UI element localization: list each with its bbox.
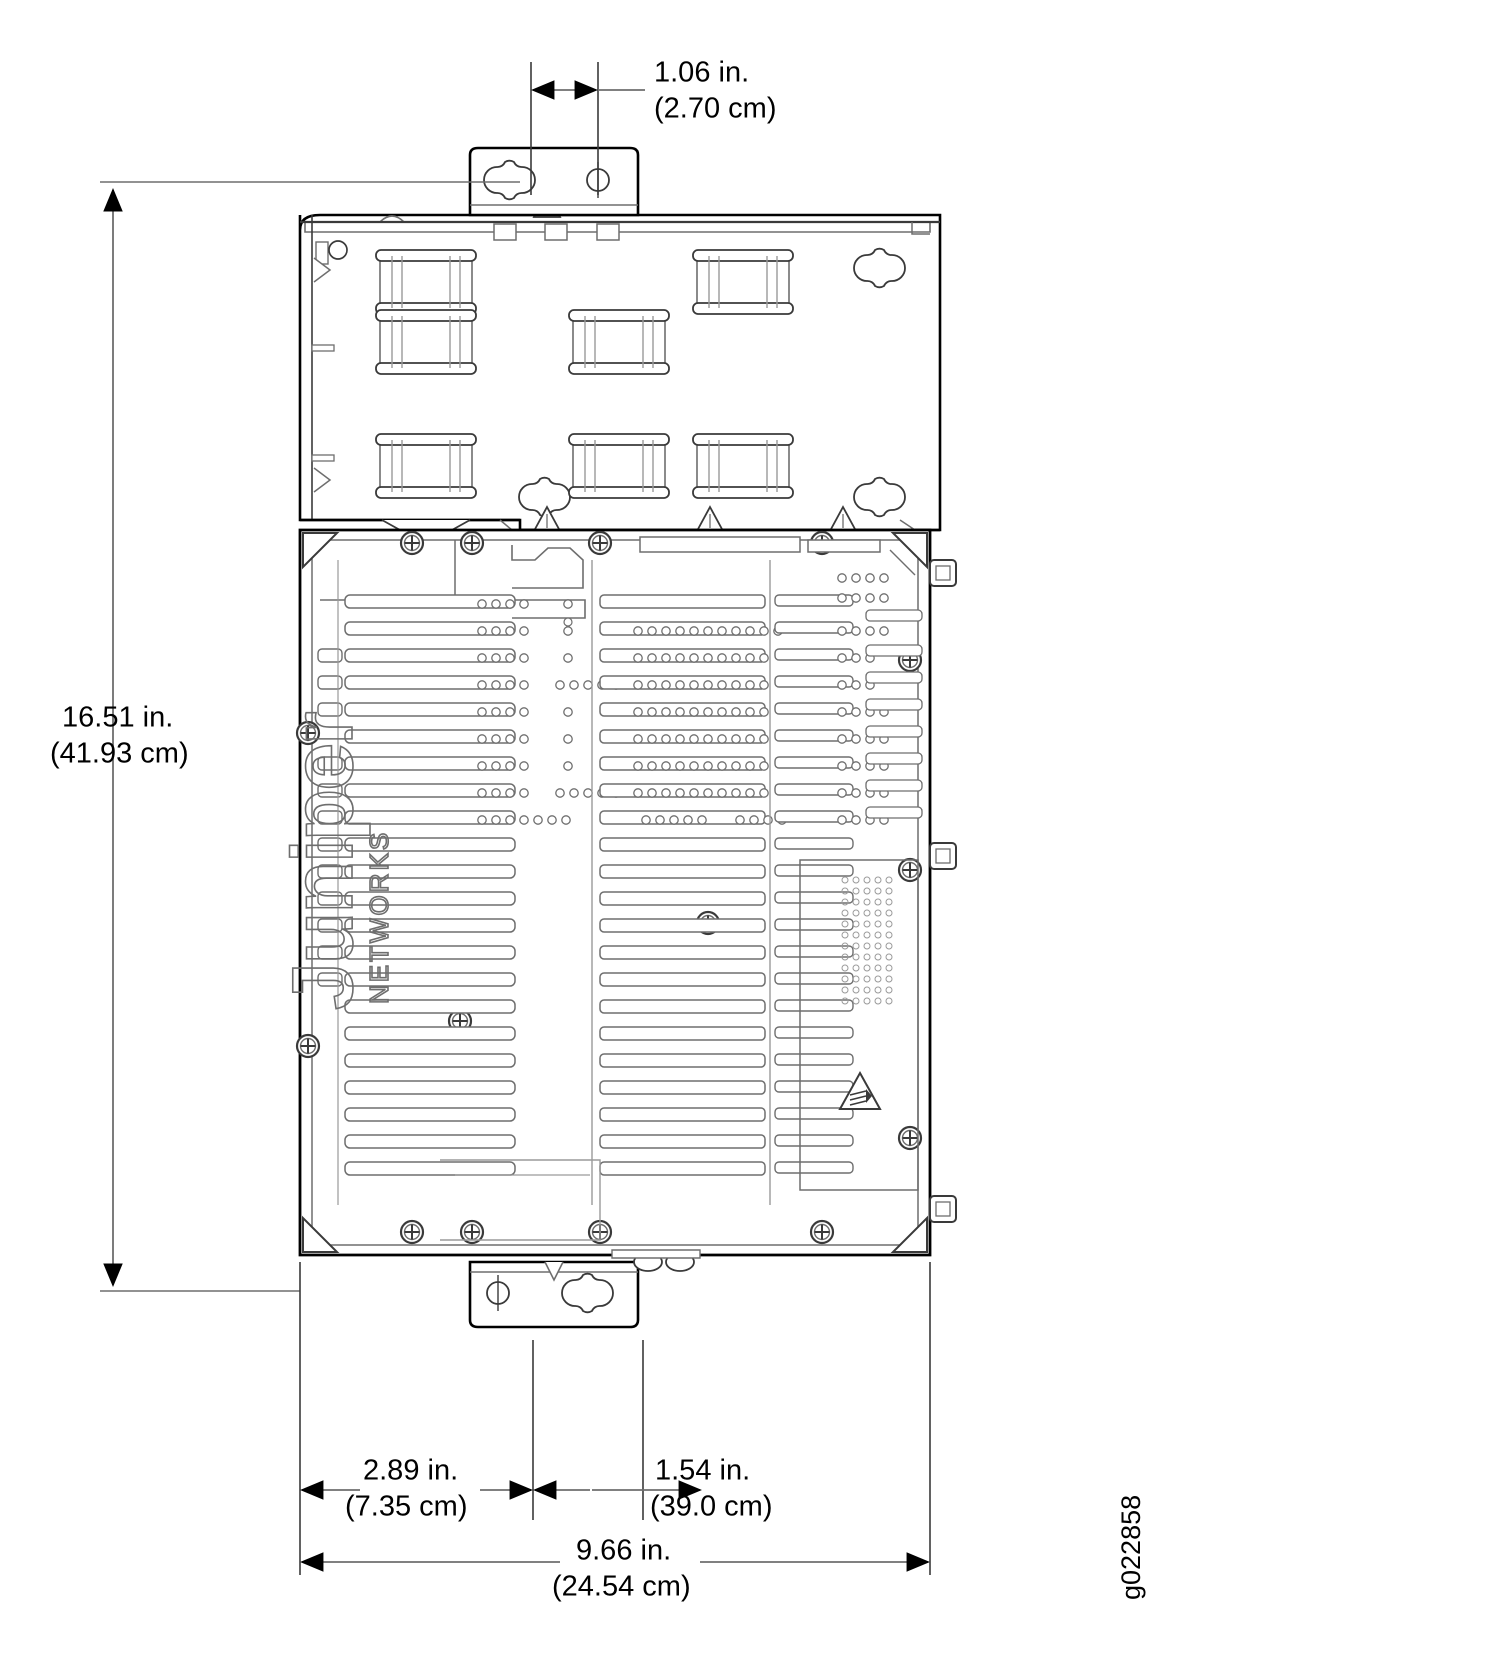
dimension-overall-height: 16.51 in. (41.93 cm) bbox=[50, 181, 520, 1292]
top-hole-spacing-cm: (2.70 cm) bbox=[654, 93, 776, 125]
overall-height-inches: 16.51 in. bbox=[62, 702, 173, 734]
bottom-mounting-bracket bbox=[468, 1249, 701, 1329]
vent-slots-right bbox=[774, 594, 854, 1174]
lower-chassis-body: Juniper NETWORKS bbox=[274, 528, 932, 1257]
juniper-logo: Juniper NETWORKS bbox=[274, 711, 395, 1011]
bottom-left-offset-inches: 2.89 in. bbox=[363, 1455, 458, 1487]
figure-id-label: g022858 bbox=[1116, 1495, 1146, 1600]
juniper-networks-subtext: NETWORKS bbox=[364, 830, 394, 1004]
dimension-bottom-offsets: 2.89 in. (7.35 cm) 1.54 in. (39.0 cm) bbox=[299, 1262, 931, 1523]
overall-height-cm: (41.93 cm) bbox=[50, 738, 189, 770]
vent-slots-edge bbox=[317, 648, 343, 987]
mesh-grille bbox=[799, 859, 919, 1191]
overall-width-cm: (24.54 cm) bbox=[552, 1571, 691, 1603]
vent-slots-left bbox=[344, 594, 516, 1176]
juniper-wordmark: Juniper bbox=[275, 712, 371, 1010]
side-mounting-tabs bbox=[929, 559, 957, 1223]
bottom-right-offset-cm: (39.0 cm) bbox=[650, 1491, 772, 1523]
esd-warning-icon bbox=[838, 1070, 882, 1110]
overall-width-inches: 9.66 in. bbox=[576, 1535, 671, 1567]
bottom-right-offset-inches: 1.54 in. bbox=[655, 1455, 750, 1487]
dimension-top-hole-spacing: 1.06 in. (2.70 cm) bbox=[530, 57, 776, 195]
upper-cover-panel bbox=[298, 192, 942, 532]
bottom-left-offset-cm: (7.35 cm) bbox=[345, 1491, 467, 1523]
dimension-overall-width: 9.66 in. (24.54 cm) bbox=[299, 1510, 931, 1603]
top-hole-spacing-inches: 1.06 in. bbox=[654, 57, 749, 89]
vent-slots-far-right bbox=[865, 609, 923, 819]
